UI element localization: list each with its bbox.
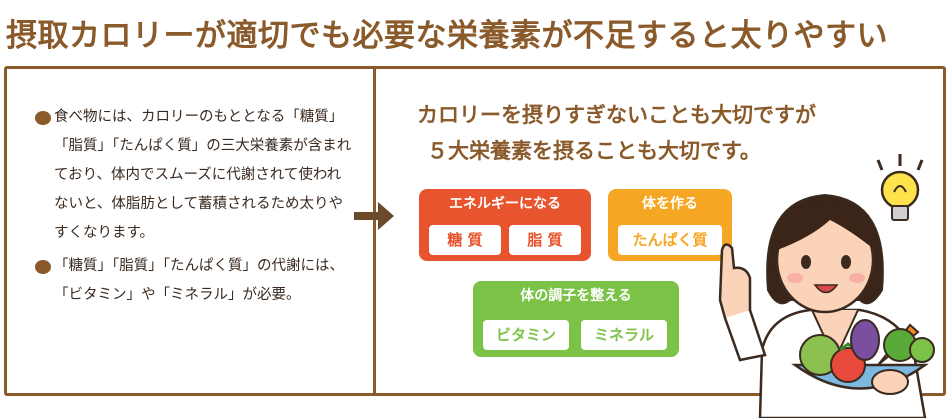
chip-fat: 脂 質	[509, 225, 581, 255]
energy-box-header: エネルギーになる	[449, 196, 561, 212]
headline-line-2: ５大栄養素を摂ることも大切です。	[427, 139, 761, 163]
page-title: 摂取カロリーが適切でも必要な栄養素が不足すると太りやすい	[6, 18, 888, 54]
body-box-header: 体を作る	[642, 196, 698, 212]
energy-box: エネルギーになる 糖 質 脂 質	[419, 189, 591, 261]
headline-line-1: カロリーを摂りすぎないことも大切ですが	[417, 103, 816, 127]
bullet-text: 「糖質」「脂質」「たんぱく質」の代謝には、「ビタミン」や「ミネラル」が必要。	[54, 258, 344, 303]
right-arrow-icon	[354, 202, 394, 230]
bullet-dot-icon	[35, 260, 51, 274]
body-building-box: 体を作る たんぱく質	[608, 189, 732, 261]
chip-protein: たんぱく質	[618, 225, 722, 255]
bullet-item: 食べ物には、カロリーのもととなる「糖質」「脂質」「たんぱく質」の三大栄養素が含ま…	[35, 103, 355, 248]
bullet-item: 「糖質」「脂質」「たんぱく質」の代謝には、「ビタミン」や「ミネラル」が必要。	[35, 252, 355, 310]
chip-mineral: ミネラル	[581, 320, 667, 350]
condition-box: 体の調子を整える ビタミン ミネラル	[473, 281, 679, 357]
nutritionist-illustration	[718, 154, 935, 418]
headline: カロリーを摂りすぎないことも大切ですが ５大栄養素を摂ることも大切です。	[417, 97, 937, 169]
bullet-dot-icon	[35, 111, 51, 125]
chip-carbohydrate: 糖 質	[429, 225, 501, 255]
lightbulb-icon	[876, 154, 924, 221]
panel-divider	[373, 69, 376, 393]
bullet-list: 食べ物には、カロリーのもととなる「糖質」「脂質」「たんぱく質」の三大栄養素が含ま…	[35, 103, 355, 314]
chip-vitamin: ビタミン	[483, 320, 569, 350]
bullet-text: 食べ物には、カロリーのもととなる「糖質」「脂質」「たんぱく質」の三大栄養素が含ま…	[54, 109, 352, 241]
condition-box-header: 体の調子を整える	[520, 288, 632, 304]
